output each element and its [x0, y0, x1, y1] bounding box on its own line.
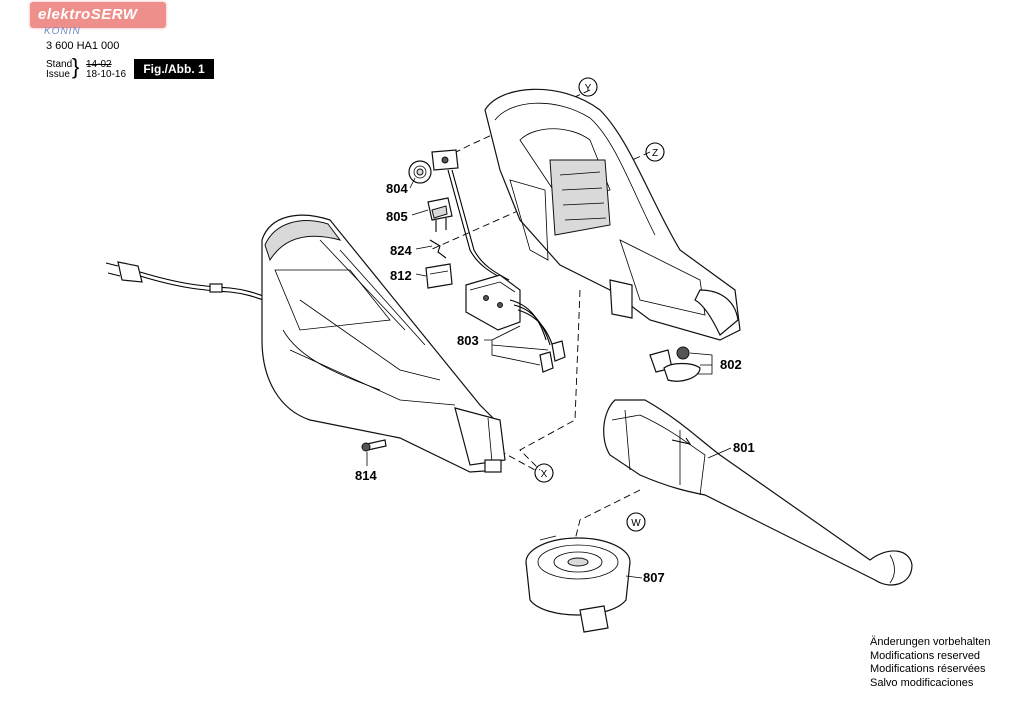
note-de: Änderungen vorbehalten [870, 636, 991, 648]
marker-x: X [534, 463, 554, 483]
svg-text:X: X [541, 469, 548, 480]
label-804: 804 [386, 181, 408, 196]
axis-x-vertical [519, 289, 581, 471]
label-805: 805 [386, 209, 408, 224]
nozzle-tube-801 [603, 399, 913, 586]
leader-lines [366, 177, 732, 579]
logo-text: elektroSERW [38, 6, 138, 23]
cover-807 [525, 535, 631, 633]
logo-subtext: KONIN [44, 26, 81, 37]
note-es: Salvo modificaciones [870, 676, 974, 689]
label-801: 801 [733, 440, 755, 455]
issue-label: Issue [46, 69, 70, 80]
stand-label: Stand [46, 59, 73, 70]
marker-y: Y [578, 77, 598, 97]
label-803: 803 [457, 333, 479, 348]
label-824: 824 [390, 243, 412, 258]
bracket-812 [425, 263, 453, 289]
gear-804 [408, 160, 432, 184]
modification-notes: Änderungen vorbehalten Modifications res… [870, 636, 990, 690]
marker-z: Z [645, 142, 665, 162]
note-en: Modifications reserved [870, 649, 981, 662]
issue-value: 18-10-16 [86, 69, 127, 80]
left-housing [261, 214, 506, 473]
knob-802 [649, 346, 701, 382]
spring-824 [429, 239, 447, 259]
label-802: 802 [720, 357, 742, 372]
switch-805 [427, 197, 453, 232]
figure-label: Fig./Abb. 1 [134, 59, 214, 79]
right-housing [484, 88, 741, 341]
document-number: 3 600 HA1 000 [46, 40, 120, 52]
svg-text:W: W [631, 518, 641, 529]
svg-text:Y: Y [585, 83, 592, 94]
svg-text:Z: Z [652, 148, 658, 159]
power-cord [105, 261, 276, 305]
switch-plate [431, 149, 510, 281]
label-814: 814 [355, 468, 377, 483]
label-812: 812 [390, 268, 412, 283]
electronics-module-803 [465, 274, 566, 373]
note-fr: Modifications réservées [870, 663, 986, 675]
stand-value: 14-02 [86, 59, 112, 70]
marker-w: W [626, 512, 646, 532]
screw-814 [361, 439, 387, 452]
label-807: 807 [643, 570, 665, 585]
brace-glyph: } [72, 54, 80, 79]
plug-icon [117, 261, 143, 283]
watermark-logo: elektroSERW [30, 2, 166, 28]
